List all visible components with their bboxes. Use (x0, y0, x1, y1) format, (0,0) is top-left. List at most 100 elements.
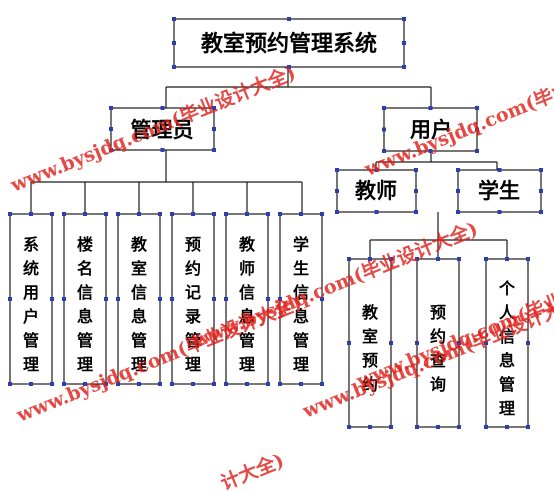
selection-handle[interactable] (526, 425, 530, 429)
selection-handle[interactable] (335, 168, 339, 172)
selection-handle[interactable] (320, 297, 324, 301)
selection-handle[interactable] (505, 425, 509, 429)
selection-handle[interactable] (224, 297, 228, 301)
selection-handle[interactable] (374, 210, 379, 214)
selection-handle[interactable] (374, 168, 379, 172)
selection-handle[interactable] (278, 212, 282, 216)
node-root[interactable]: 教室预约管理系统 (173, 18, 405, 68)
selection-handle[interactable] (160, 106, 165, 110)
node-role-student[interactable]: 学生 (457, 169, 542, 213)
selection-handle[interactable] (335, 189, 339, 193)
selection-handle[interactable] (368, 257, 372, 261)
selection-handle[interactable] (368, 425, 372, 429)
selection-handle[interactable] (497, 168, 502, 172)
selection-handle[interactable] (62, 297, 66, 301)
selection-handle[interactable] (475, 127, 479, 132)
selection-handle[interactable] (457, 257, 461, 261)
selection-handle[interactable] (505, 257, 509, 261)
selection-handle[interactable] (170, 297, 174, 301)
selection-handle[interactable] (347, 425, 351, 429)
selection-handle[interactable] (158, 382, 162, 386)
selection-handle[interactable] (347, 341, 351, 345)
selection-handle[interactable] (539, 189, 543, 193)
selection-handle[interactable] (191, 212, 195, 216)
selection-handle[interactable] (382, 106, 386, 110)
selection-handle[interactable] (428, 106, 433, 110)
selection-handle[interactable] (109, 106, 113, 110)
selection-handle[interactable] (456, 168, 460, 172)
selection-handle[interactable] (158, 212, 162, 216)
selection-handle[interactable] (212, 127, 216, 131)
node-user[interactable]: 用户 (383, 107, 478, 152)
node-admin-leaf-2[interactable]: 楼名信息管理 (63, 213, 107, 385)
selection-handle[interactable] (484, 257, 488, 261)
selection-handle[interactable] (109, 148, 113, 152)
selection-handle[interactable] (116, 297, 120, 301)
selection-handle[interactable] (428, 149, 433, 153)
selection-handle[interactable] (172, 65, 176, 69)
selection-handle[interactable] (172, 17, 176, 21)
selection-handle[interactable] (137, 382, 141, 386)
selection-handle[interactable] (457, 425, 461, 429)
selection-handle[interactable] (170, 212, 174, 216)
node-admin-leaf-1[interactable]: 系统用户管理 (9, 213, 53, 385)
selection-handle[interactable] (287, 65, 291, 69)
selection-handle[interactable] (436, 257, 440, 261)
selection-handle[interactable] (415, 341, 419, 345)
selection-handle[interactable] (158, 297, 162, 301)
selection-handle[interactable] (497, 210, 502, 214)
selection-handle[interactable] (475, 106, 479, 110)
selection-handle[interactable] (539, 210, 543, 214)
selection-handle[interactable] (116, 382, 120, 386)
selection-handle[interactable] (29, 382, 33, 386)
selection-handle[interactable] (389, 341, 393, 345)
selection-handle[interactable] (402, 41, 406, 45)
selection-handle[interactable] (109, 127, 113, 131)
selection-handle[interactable] (320, 212, 324, 216)
selection-handle[interactable] (170, 382, 174, 386)
selection-handle[interactable] (29, 212, 33, 216)
selection-handle[interactable] (347, 257, 351, 261)
selection-handle[interactable] (526, 341, 530, 345)
selection-handle[interactable] (8, 382, 12, 386)
selection-handle[interactable] (335, 210, 339, 214)
selection-handle[interactable] (278, 382, 282, 386)
selection-handle[interactable] (414, 168, 418, 172)
selection-handle[interactable] (83, 212, 87, 216)
node-admin-leaf-5[interactable]: 教师信息管理 (225, 213, 269, 385)
selection-handle[interactable] (245, 212, 249, 216)
selection-handle[interactable] (402, 17, 406, 21)
node-admin-leaf-6[interactable]: 学生信息管理 (279, 213, 323, 385)
selection-handle[interactable] (224, 382, 228, 386)
selection-handle[interactable] (475, 149, 479, 153)
selection-handle[interactable] (389, 425, 393, 429)
selection-handle[interactable] (402, 65, 406, 69)
selection-handle[interactable] (457, 341, 461, 345)
selection-handle[interactable] (62, 382, 66, 386)
selection-handle[interactable] (382, 127, 386, 132)
selection-handle[interactable] (8, 297, 12, 301)
selection-handle[interactable] (415, 257, 419, 261)
selection-handle[interactable] (415, 425, 419, 429)
node-admin-leaf-4[interactable]: 预约记录管理 (171, 213, 215, 385)
selection-handle[interactable] (414, 210, 418, 214)
selection-handle[interactable] (212, 148, 216, 152)
selection-handle[interactable] (191, 382, 195, 386)
selection-handle[interactable] (266, 382, 270, 386)
selection-handle[interactable] (160, 148, 165, 152)
selection-handle[interactable] (287, 17, 291, 21)
selection-handle[interactable] (83, 382, 87, 386)
selection-handle[interactable] (456, 210, 460, 214)
selection-handle[interactable] (50, 297, 54, 301)
selection-handle[interactable] (436, 425, 440, 429)
selection-handle[interactable] (104, 297, 108, 301)
selection-handle[interactable] (50, 212, 54, 216)
selection-handle[interactable] (172, 41, 176, 45)
selection-handle[interactable] (62, 212, 66, 216)
selection-handle[interactable] (320, 382, 324, 386)
selection-handle[interactable] (212, 297, 216, 301)
selection-handle[interactable] (456, 189, 460, 193)
selection-handle[interactable] (278, 297, 282, 301)
selection-handle[interactable] (224, 212, 228, 216)
selection-handle[interactable] (389, 257, 393, 261)
